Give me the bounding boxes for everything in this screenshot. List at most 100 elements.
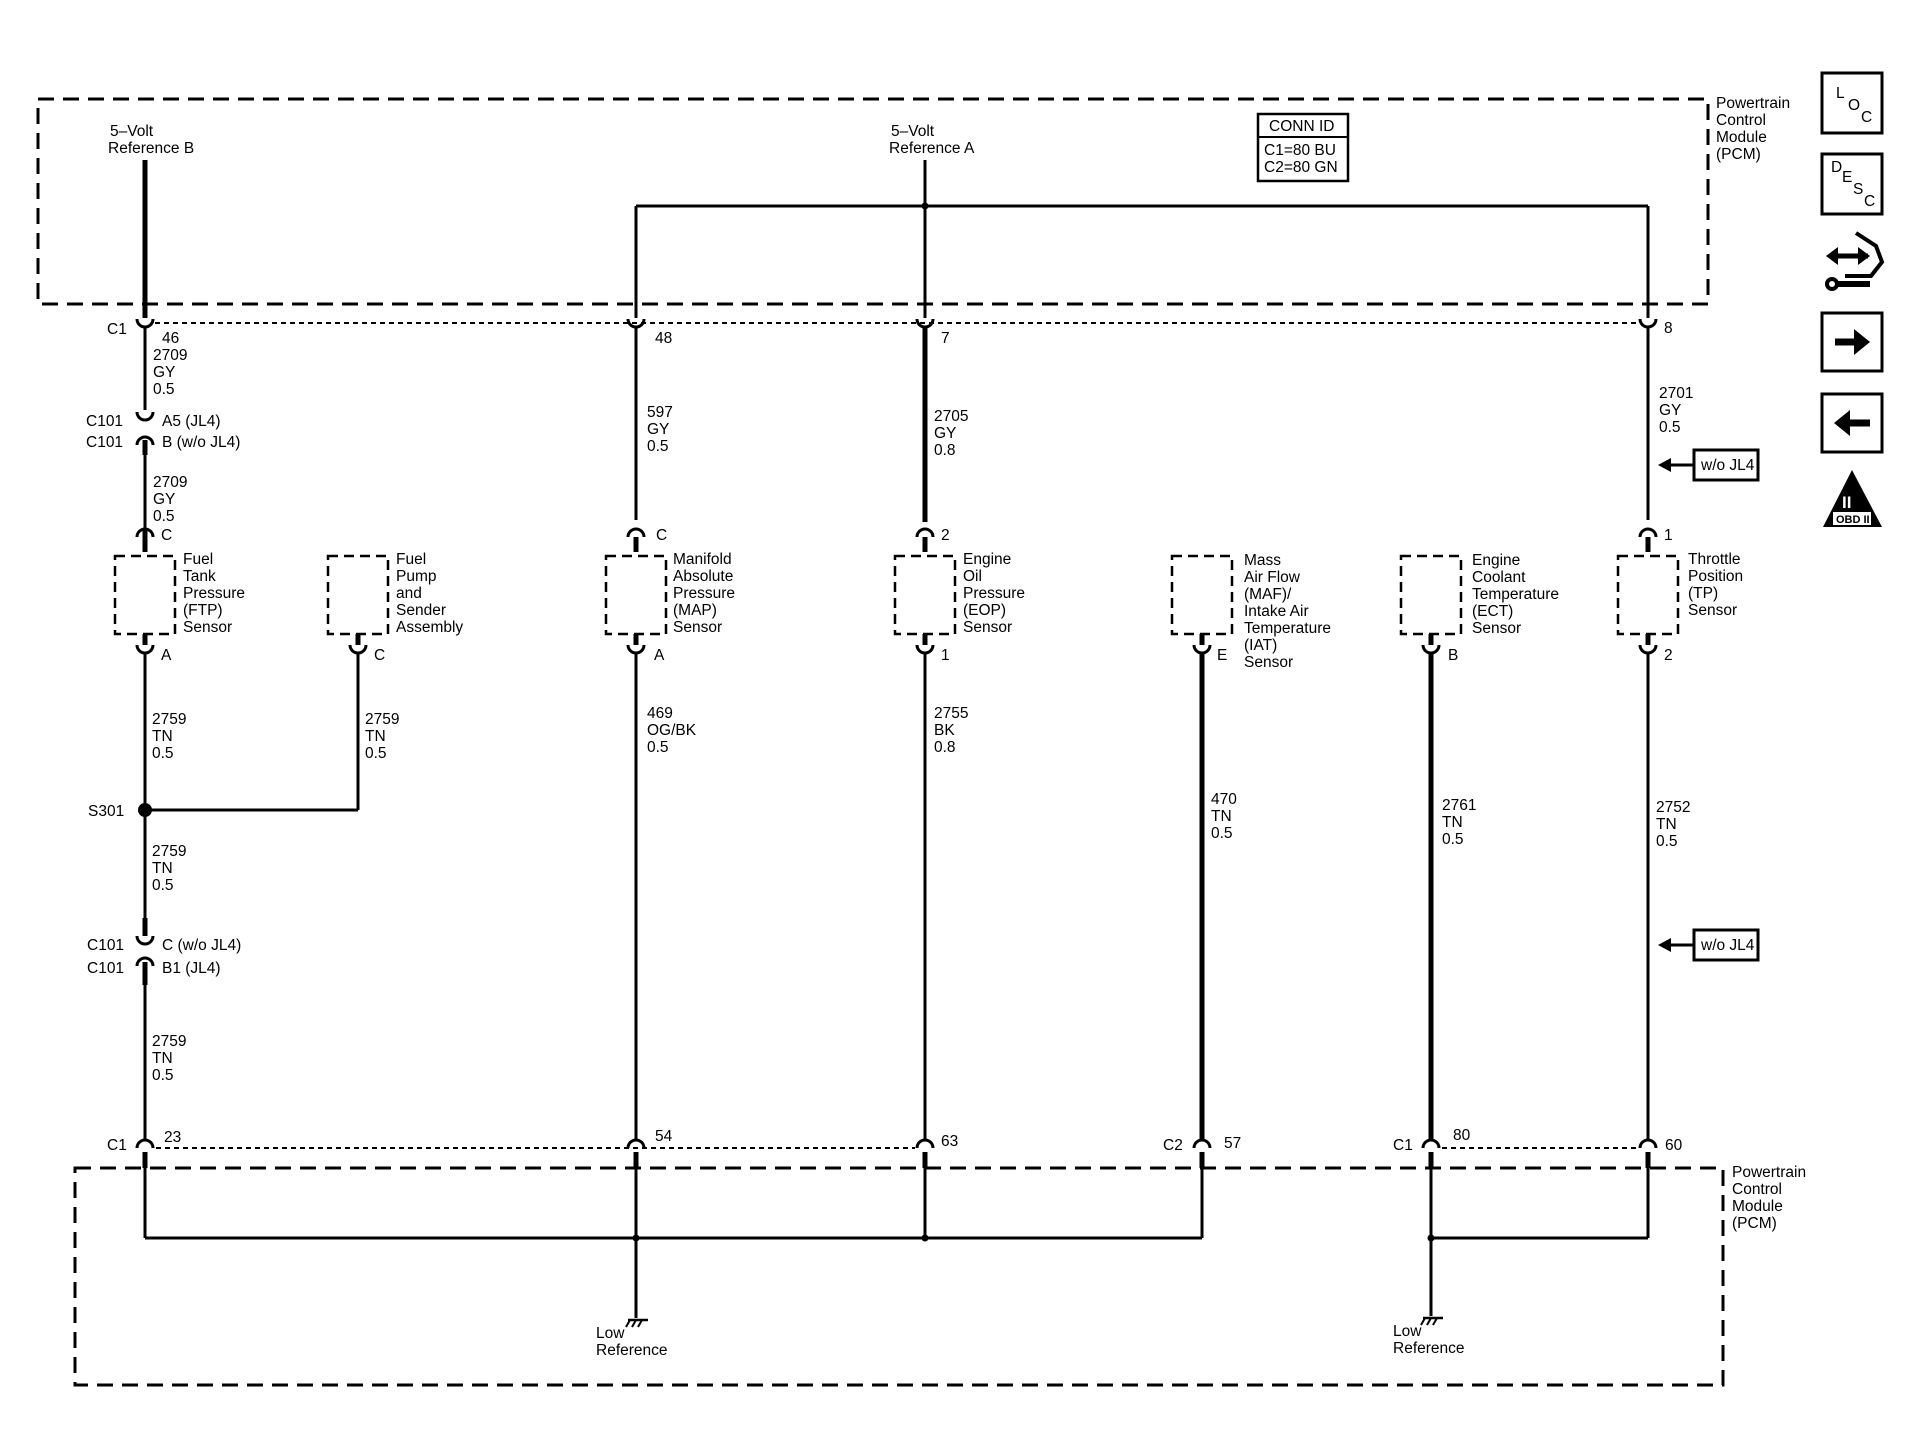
svg-text:C: C — [1864, 193, 1875, 210]
pcm-bottom-label: Powertrain Control Module (PCM) — [1732, 1164, 1806, 1232]
svg-text:C: C — [374, 647, 385, 664]
svg-text:Module: Module — [1716, 129, 1767, 146]
svg-text:Engine: Engine — [1472, 552, 1520, 569]
svg-text:5–Volt: 5–Volt — [110, 123, 154, 140]
schematic-tools-icon[interactable] — [1825, 231, 1885, 291]
svg-text:TN: TN — [1211, 808, 1232, 825]
svg-text:0.5: 0.5 — [365, 745, 387, 762]
svg-text:Reference: Reference — [1393, 1340, 1465, 1357]
pcm-top-label: Powertrain Control Module (PCM) — [1716, 95, 1790, 163]
svg-text:Module: Module — [1732, 1198, 1783, 1215]
svg-text:Coolant: Coolant — [1472, 569, 1526, 586]
wire-label-ftp-lower: 2759 TN 0.5 — [152, 1033, 186, 1084]
svg-text:Reference: Reference — [596, 1342, 668, 1359]
svg-text:0.5: 0.5 — [152, 1067, 174, 1084]
svg-text:Sensor: Sensor — [183, 619, 232, 636]
wire-label-fuel-pump: 2759 TN 0.5 — [365, 711, 399, 762]
svg-text:2701: 2701 — [1659, 385, 1693, 402]
svg-text:0.5: 0.5 — [1656, 833, 1678, 850]
ect-sensor: B Engine Coolant Temperature (ECT) Senso… — [1399, 552, 1559, 664]
svg-text:C101: C101 — [87, 937, 124, 954]
svg-text:Powertrain: Powertrain — [1732, 1164, 1806, 1181]
svg-text:469: 469 — [647, 705, 673, 722]
svg-text:Temperature: Temperature — [1244, 620, 1331, 637]
svg-text:Tank: Tank — [183, 568, 216, 585]
svg-text:Sensor: Sensor — [1244, 654, 1293, 671]
next-arrow-icon[interactable] — [1820, 311, 1884, 373]
svg-text:Pressure: Pressure — [673, 585, 735, 602]
svg-text:0.8: 0.8 — [934, 442, 956, 459]
previous-arrow-icon[interactable] — [1820, 392, 1884, 454]
svg-text:Engine: Engine — [963, 551, 1011, 568]
svg-text:Sensor: Sensor — [963, 619, 1012, 636]
wo-jl4-indicator-1: w/o JL4 — [1658, 448, 1760, 482]
wire-label-eop-bottom: 2755 BK 0.8 — [934, 705, 968, 756]
svg-text:L: L — [1836, 85, 1845, 102]
svg-text:2752: 2752 — [1656, 799, 1690, 816]
map-sensor: C A Manifold Absolute Pressure (MAP) Sen… — [604, 527, 735, 664]
svg-text:2709: 2709 — [153, 474, 187, 491]
obd-ii-icon[interactable]: II OBD II — [1823, 470, 1882, 527]
svg-text:and: and — [396, 585, 422, 602]
svg-text:Reference B: Reference B — [108, 140, 194, 157]
svg-text:54: 54 — [655, 1128, 673, 1145]
conn-id-box: CONN ID C1=80 BU C2=80 GN — [1256, 112, 1350, 183]
svg-text:2759: 2759 — [152, 711, 186, 728]
c101-upper: C101 A5 (JL4) C101 B (w/o JL4) — [86, 411, 240, 455]
svg-text:C1: C1 — [1393, 1137, 1413, 1154]
svg-text:C2: C2 — [1163, 1137, 1183, 1154]
svg-text:46: 46 — [162, 330, 179, 347]
wire-label-map-bottom: 469 OG/BK 0.5 — [647, 705, 697, 756]
svg-text:Mass: Mass — [1244, 552, 1281, 569]
svg-text:57: 57 — [1224, 1135, 1241, 1152]
svg-text:Assembly: Assembly — [396, 619, 463, 636]
svg-text:(MAF)/: (MAF)/ — [1244, 586, 1292, 603]
svg-text:Sensor: Sensor — [1472, 620, 1521, 637]
svg-text:2759: 2759 — [152, 843, 186, 860]
wire-label-tp-top: 2701 GY 0.5 — [1659, 385, 1693, 436]
svg-text:B: B — [1448, 647, 1458, 664]
svg-text:C1: C1 — [107, 1137, 127, 1154]
svg-text:Pressure: Pressure — [963, 585, 1025, 602]
svg-text:TN: TN — [1656, 816, 1677, 833]
svg-text:2761: 2761 — [1442, 797, 1476, 814]
ground-left: Low Reference — [596, 1318, 668, 1359]
svg-text:OG/BK: OG/BK — [647, 722, 697, 739]
svg-text:C: C — [161, 527, 172, 544]
svg-text:2705: 2705 — [934, 408, 968, 425]
svg-text:0.8: 0.8 — [934, 739, 956, 756]
svg-text:(MAP): (MAP) — [673, 602, 717, 619]
svg-text:0.5: 0.5 — [647, 739, 669, 756]
svg-text:C2=80 GN: C2=80 GN — [1264, 159, 1338, 176]
svg-text:TN: TN — [152, 860, 173, 877]
svg-text:Air Flow: Air Flow — [1244, 569, 1301, 586]
svg-text:GY: GY — [647, 421, 669, 438]
desc-icon[interactable]: D E S C — [1820, 152, 1884, 216]
svg-text:TN: TN — [152, 728, 173, 745]
svg-text:60: 60 — [1665, 1137, 1683, 1154]
loc-icon[interactable]: L O C — [1820, 71, 1884, 135]
svg-text:48: 48 — [655, 330, 672, 347]
svg-text:8: 8 — [1664, 320, 1673, 337]
svg-text:D: D — [1831, 159, 1842, 176]
svg-text:GY: GY — [153, 364, 175, 381]
svg-text:S: S — [1853, 181, 1863, 198]
svg-text:(PCM): (PCM) — [1716, 146, 1761, 163]
svg-text:Fuel: Fuel — [183, 551, 213, 568]
svg-text:Control: Control — [1732, 1181, 1782, 1198]
svg-text:Intake Air: Intake Air — [1244, 603, 1309, 620]
svg-text:C: C — [656, 527, 667, 544]
svg-text:Sensor: Sensor — [1688, 602, 1737, 619]
svg-text:OBD II: OBD II — [1836, 514, 1870, 526]
svg-text:GY: GY — [153, 491, 175, 508]
svg-text:w/o JL4: w/o JL4 — [1700, 937, 1755, 954]
svg-text:C: C — [1861, 109, 1872, 126]
svg-text:2755: 2755 — [934, 705, 968, 722]
wire-label-ect-bottom: 2761 TN 0.5 — [1442, 797, 1476, 848]
svg-text:0.5: 0.5 — [1211, 825, 1233, 842]
svg-text:(EOP): (EOP) — [963, 602, 1006, 619]
wire-label-map-top: 597 GY 0.5 — [647, 404, 673, 455]
svg-text:(ECT): (ECT) — [1472, 603, 1513, 620]
svg-text:Low: Low — [596, 1325, 625, 1342]
svg-text:E: E — [1217, 647, 1227, 664]
